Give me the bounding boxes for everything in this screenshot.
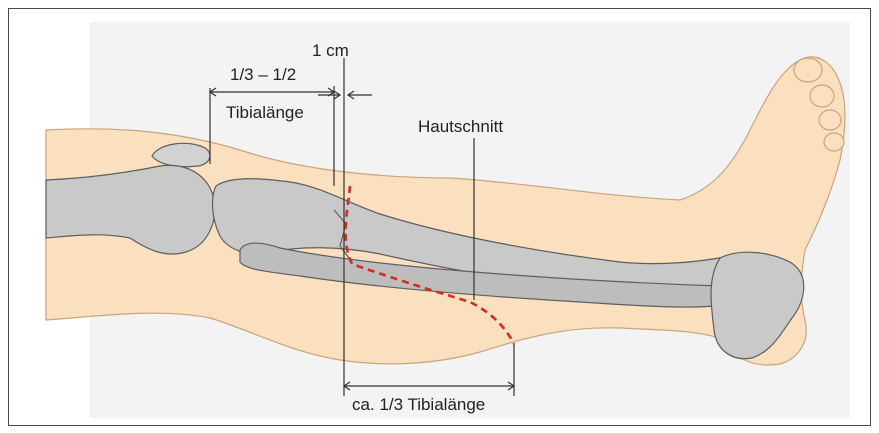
label-tibialaenge: Tibialänge	[226, 103, 304, 122]
label-hautschnitt: Hautschnitt	[418, 117, 503, 136]
label-one-cm: 1 cm	[312, 41, 349, 60]
label-ca-third: ca. 1/3 Tibialänge	[352, 395, 485, 414]
label-fraction: 1/3 – 1/2	[230, 65, 296, 84]
